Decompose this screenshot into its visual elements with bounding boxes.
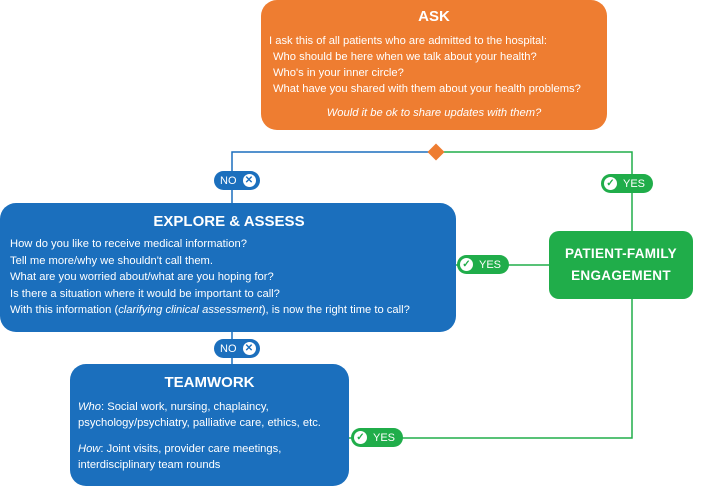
yes-text: YES <box>479 258 502 271</box>
explore-line-5-prefix: With this information ( <box>10 304 119 316</box>
teamwork-who-line: Who: Social work, nursing, chaplaincy, <box>78 399 341 415</box>
yes-label-teamwork: ✓ YES <box>351 428 404 447</box>
ask-question-3: What have you shared with them about you… <box>273 83 581 95</box>
ask-question-2: Who's in your inner circle? <box>273 67 404 79</box>
teamwork-who-text: : Social work, nursing, chaplaincy, <box>101 401 269 413</box>
explore-line-2: Tell me more/why we shouldn't call them. <box>10 254 213 267</box>
teamwork-how-line-2: interdisciplinary team rounds <box>78 459 221 471</box>
ask-question-1: Who should be here when we talk about yo… <box>273 51 537 63</box>
teamwork-title: TEAMWORK <box>164 374 255 391</box>
decision-diamond <box>427 143 445 161</box>
yes-text: YES <box>373 431 396 444</box>
ask-box: ASK I ask this of all patients who are a… <box>261 0 607 130</box>
teamwork-how-text: : Joint visits, provider care meetings, <box>100 443 282 455</box>
x-circle-icon: ✕ <box>242 174 256 187</box>
explore-line-1: How do you like to receive medical infor… <box>10 238 247 250</box>
explore-line-5-italic: clarifying clinical assessment <box>118 304 262 316</box>
teamwork-box: TEAMWORK Who: Social work, nursing, chap… <box>70 364 349 486</box>
yes-label-explore: ✓ YES <box>457 255 510 274</box>
check-circle-icon: ✓ <box>460 258 473 271</box>
patient-family-engagement-box: PATIENT-FAMILY ENGAGEMENT <box>549 231 693 299</box>
engagement-line-1: PATIENT-FAMILY <box>565 246 677 261</box>
yes-label-ask: ✓ YES <box>601 174 654 193</box>
teamwork-how-label: How <box>78 443 101 455</box>
ask-title: ASK <box>418 8 450 25</box>
engagement-line-2: ENGAGEMENT <box>571 268 671 283</box>
yes-text: YES <box>623 177 646 190</box>
teamwork-how-line: How: Joint visits, provider care meeting… <box>78 441 341 457</box>
ask-share-question: Would it be ok to share updates with the… <box>326 107 542 119</box>
connector-teamwork-to-engagement <box>349 299 633 439</box>
connector-ask-to-explore <box>231 151 436 204</box>
no-text: NO <box>220 342 237 355</box>
explore-line-5-suffix: ), is now the right time to call? <box>261 304 410 316</box>
no-label-ask: NO ✕ <box>214 171 260 190</box>
no-label-explore: NO ✕ <box>214 339 260 358</box>
explore-line-5: With this information (clarifying clinic… <box>10 302 448 319</box>
teamwork-who-line-2: psychology/psychiatry, palliative care, … <box>78 417 321 429</box>
check-circle-icon: ✓ <box>354 431 367 444</box>
explore-line-3: What are you worried about/what are you … <box>10 271 274 283</box>
explore-assess-box: EXPLORE & ASSESS How do you like to rece… <box>0 203 456 332</box>
connector-ask-to-engagement <box>436 151 633 231</box>
ask-intro: I ask this of all patients who are admit… <box>269 35 547 47</box>
x-circle-icon: ✕ <box>242 342 256 355</box>
no-text: NO <box>220 174 237 187</box>
check-circle-icon: ✓ <box>604 177 617 190</box>
explore-title: EXPLORE & ASSESS <box>153 213 305 230</box>
teamwork-who-label: Who <box>78 401 102 413</box>
explore-line-4: Is there a situation where it would be i… <box>10 287 280 300</box>
